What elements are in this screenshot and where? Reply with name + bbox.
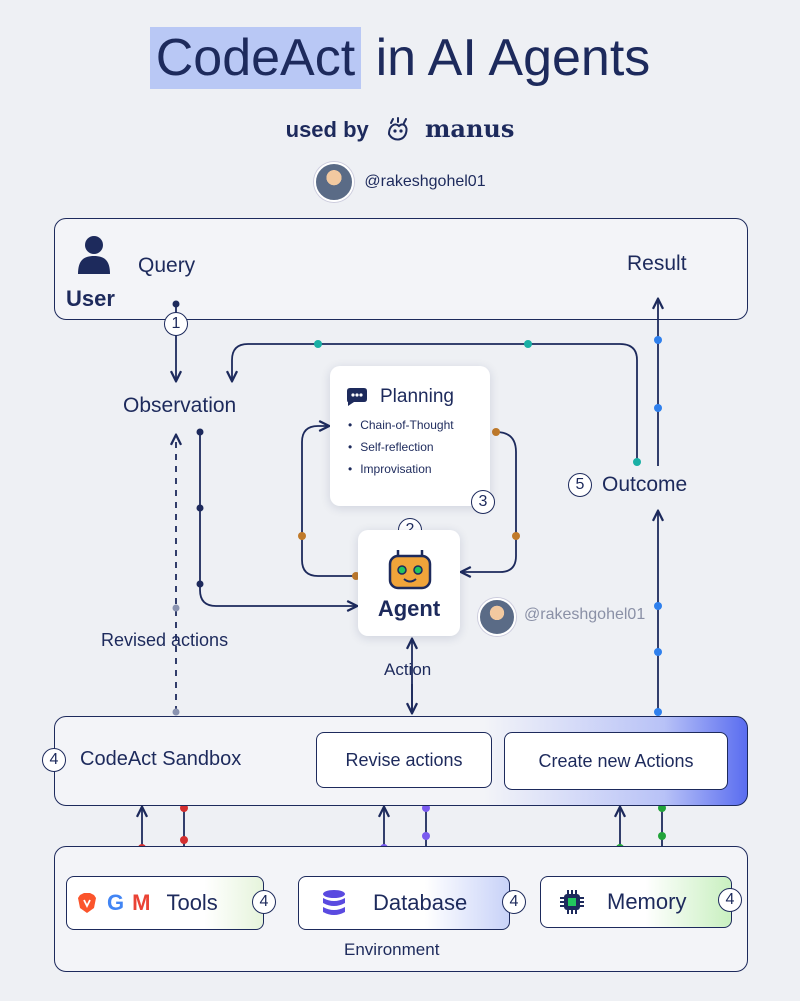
step-4-badge: 4 (42, 748, 66, 772)
sandbox-label: CodeAct Sandbox (80, 748, 242, 770)
outcome-to-observation-arrow (232, 343, 638, 462)
database-icon (323, 890, 345, 915)
result-label: Result (627, 252, 687, 275)
chip-icon (560, 890, 584, 914)
step-5-badge: 5 (568, 473, 592, 497)
avatar (478, 598, 516, 636)
tools-item[interactable]: G M Tools (66, 876, 264, 930)
query-label: Query (138, 254, 196, 277)
agent-label: Agent (377, 596, 441, 621)
planning-title: Planning (380, 386, 454, 407)
environment-label: Environment (344, 940, 440, 959)
database-label: Database (373, 890, 468, 915)
agent-card: Agent (358, 530, 460, 636)
author-row: @rakeshgohel01 (0, 162, 800, 202)
step-4-badge: 4 (502, 890, 526, 914)
title-highlight: CodeAct (149, 27, 362, 89)
title-rest: in AI Agents (375, 29, 651, 87)
avatar (314, 162, 355, 202)
step-4-badge: 4 (252, 890, 276, 914)
planning-item: Chain-of-Thought (348, 418, 490, 432)
author-handle: @rakeshgohel01 (364, 173, 486, 190)
user-icon (78, 236, 110, 274)
planning-list: Chain-of-Thought Self-reflection Improvi… (348, 418, 490, 476)
step-3-badge: 3 (471, 490, 495, 514)
agent-handle: @rakeshgohel01 (524, 606, 646, 623)
gmail-icon: M (132, 890, 151, 915)
memory-label: Memory (607, 889, 687, 914)
page-title: CodeAct in AI Agents (0, 27, 800, 89)
create-new-actions-button[interactable]: Create new Actions (504, 732, 728, 790)
database-item[interactable]: Database (298, 876, 510, 930)
tools-label: Tools (166, 890, 218, 915)
agent-to-planning-arrow (301, 426, 358, 577)
action-label: Action (384, 660, 432, 679)
memory-item[interactable]: Memory (540, 876, 732, 928)
step-1-badge: 1 (164, 312, 188, 336)
step-4-badge: 4 (718, 888, 742, 912)
robot-icon (388, 550, 432, 590)
revised-actions-label: Revised actions (101, 630, 229, 650)
observation-label: Observation (123, 394, 237, 417)
brand-name: manus (425, 114, 515, 143)
observation-to-agent-arrow (199, 432, 356, 606)
outcome-label: Outcome (602, 473, 688, 496)
planning-card: Planning Chain-of-Thought Self-reflectio… (330, 366, 490, 506)
user-box (54, 218, 748, 320)
planning-item: Improvisation (348, 462, 490, 476)
planning-to-agent-arrow (462, 431, 517, 572)
used-by-line: used by manus (0, 114, 800, 146)
used-by-text: used by (285, 117, 369, 142)
google-icon: G (107, 890, 125, 915)
brave-icon (78, 893, 96, 913)
user-label: User (66, 286, 115, 311)
manus-logo-icon (387, 117, 408, 141)
chat-bubble-icon (347, 388, 367, 406)
planning-item: Self-reflection (348, 440, 490, 454)
revise-actions-button[interactable]: Revise actions (316, 732, 492, 788)
